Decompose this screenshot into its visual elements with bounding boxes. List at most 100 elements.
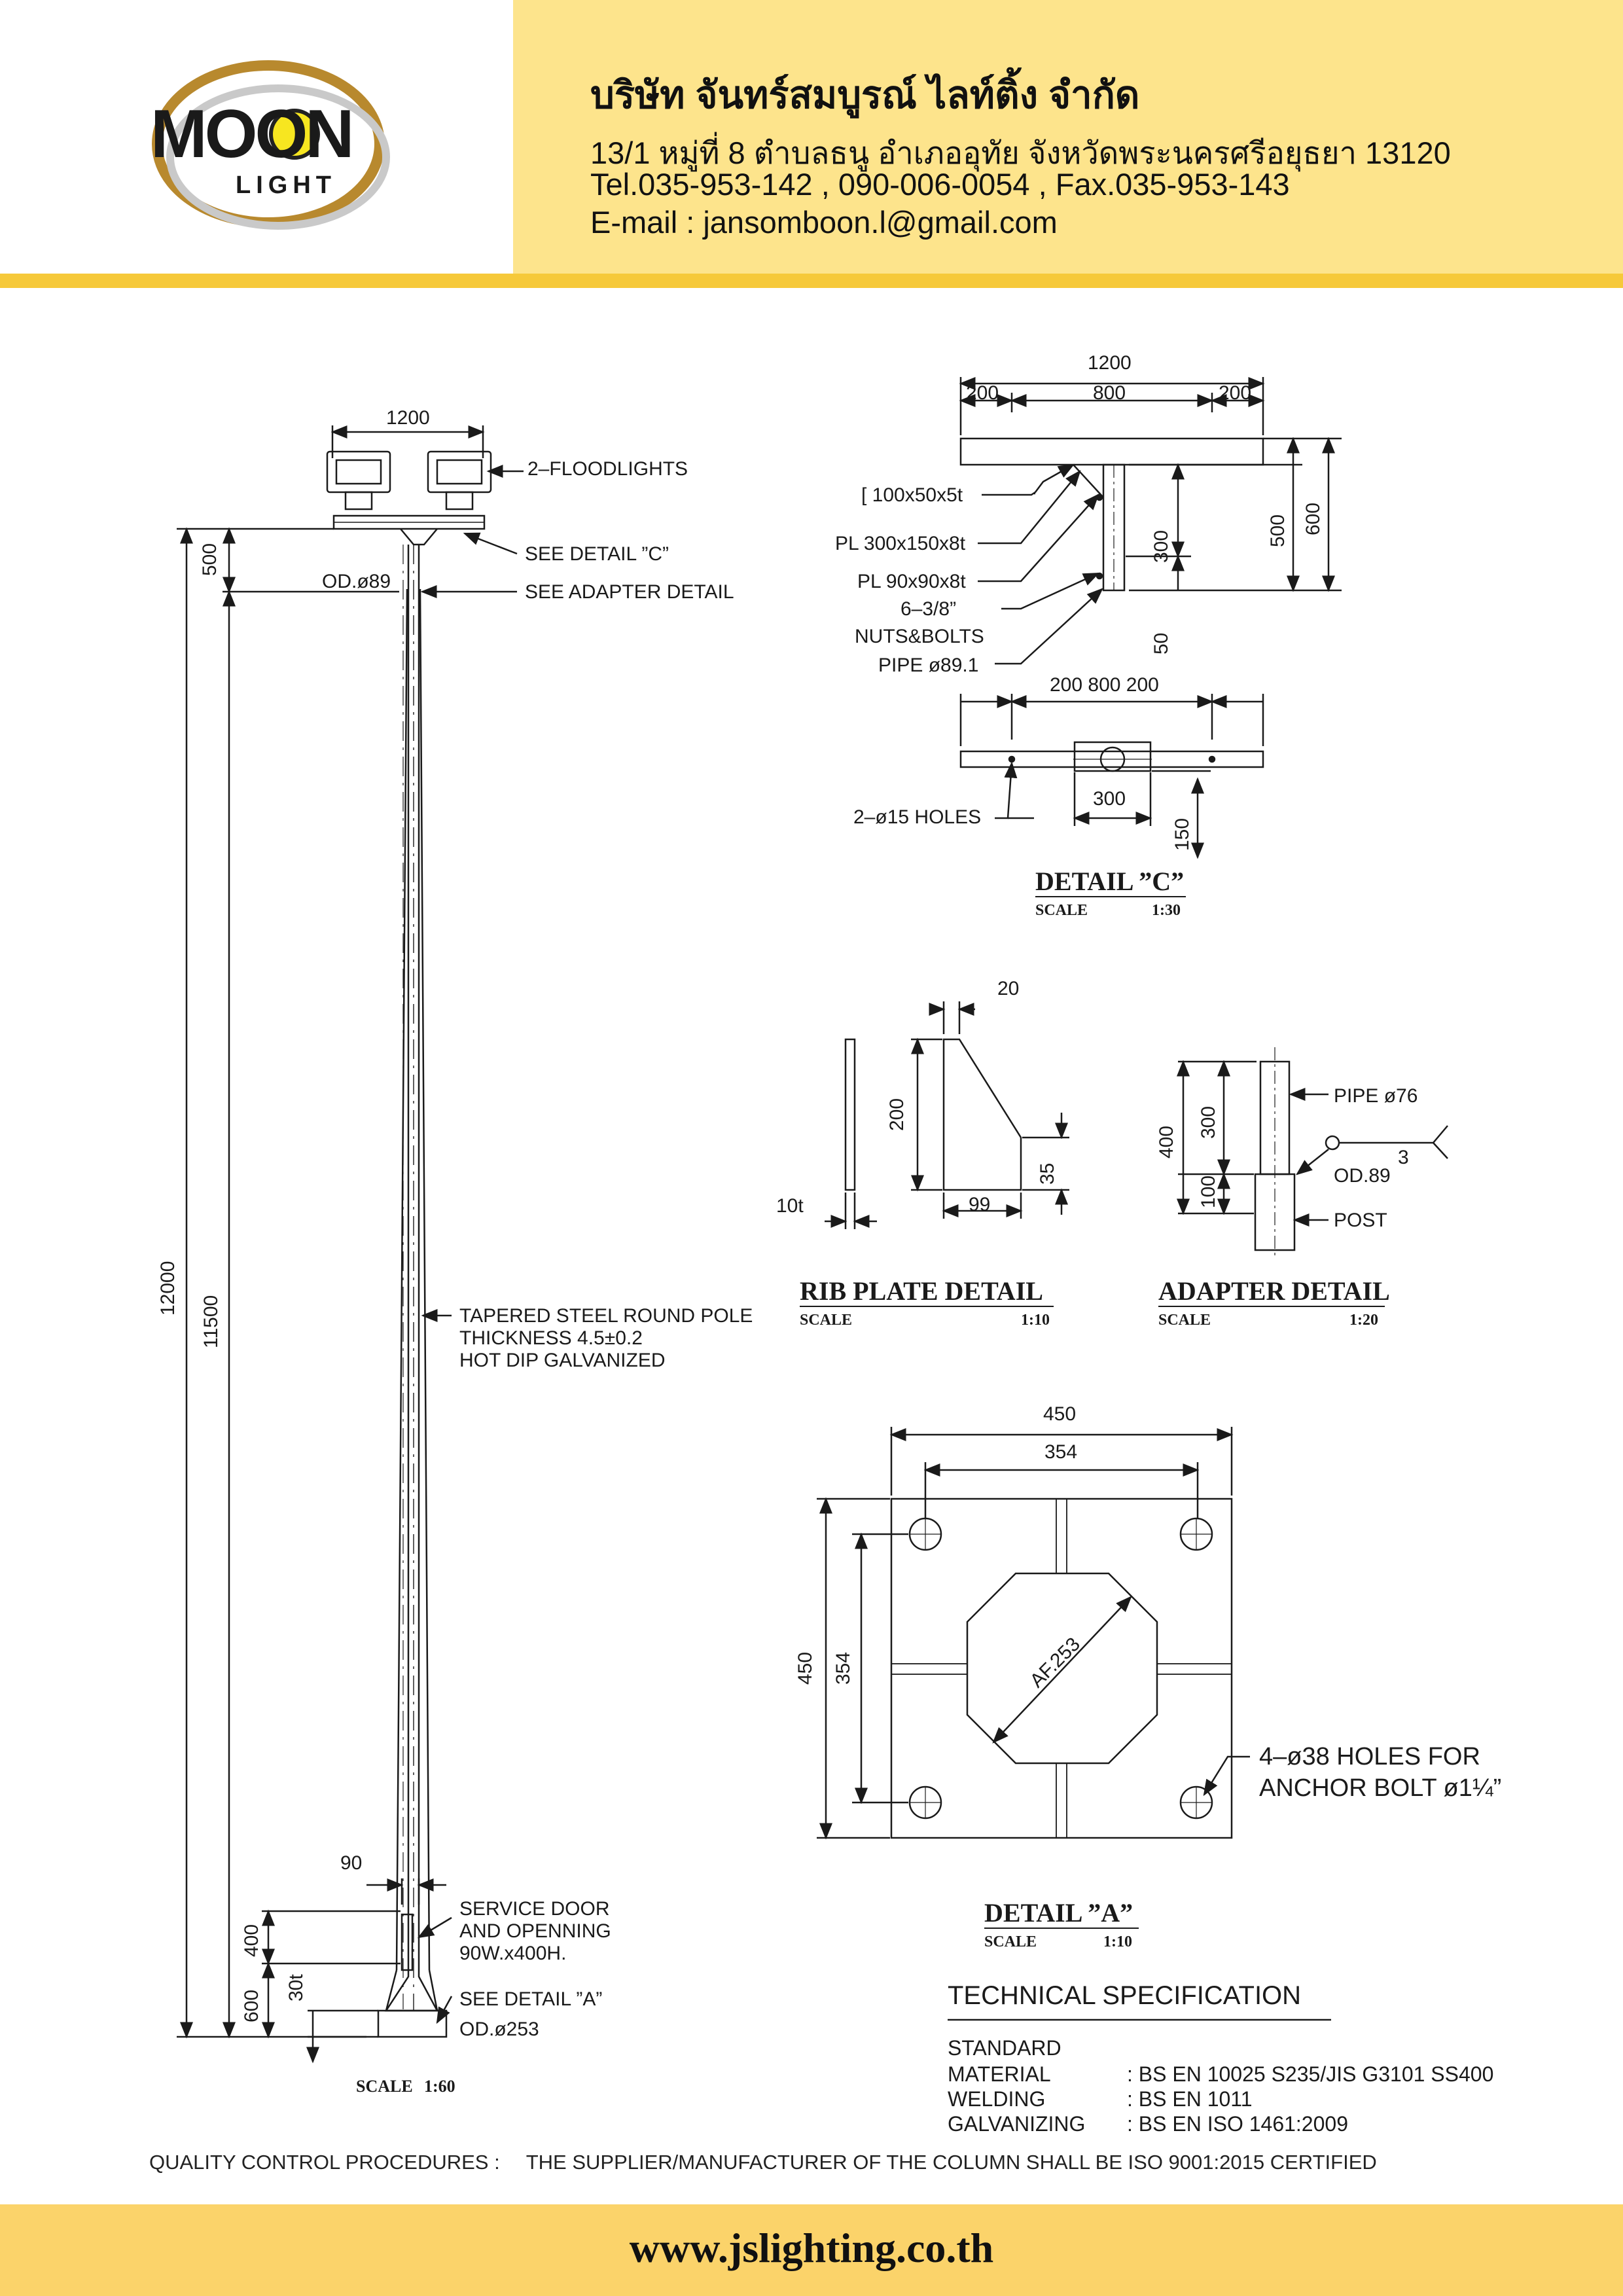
rib-scale-label: SCALE (800, 1312, 852, 1329)
label-see-detail-a: SEE DETAIL ”A” (459, 1988, 602, 2010)
technical-drawing: 1200 2–FLOODLIGHTS SEE DETAIL ”C” OD.ø89… (157, 352, 1501, 2136)
detail-a: 450 354 450 354 AF.253 4–ø38 HOLES FOR A… (794, 1403, 1501, 1950)
detail-c-pl1-label: PL 300x150x8t (835, 533, 966, 554)
adapter-post-label: POST (1334, 1210, 1387, 1231)
label-od-top: OD.ø89 (322, 571, 391, 592)
rib-plate-face (942, 1038, 1022, 1191)
detail-c-channel-label: [ 100x50x5t (861, 484, 963, 506)
company-address: 13/1 หมู่ที่ 8 ตำบลธนู อำเภออุทัย จังหวั… (590, 135, 1451, 170)
quality-control-note: QUALITY CONTROL PROCEDURES : THE SUPPLIER… (149, 2151, 1377, 2174)
detail-c-dim-200b: 200 (1219, 382, 1251, 404)
header: MOON LIGHT บริษัท จันทร์สมบูรณ์ ไลท์ติ้ง… (0, 0, 1623, 288)
website-link[interactable]: www.jslighting.co.th (629, 2225, 994, 2271)
pole-shaft (384, 545, 439, 2012)
company-logo: MOON LIGHT (151, 60, 390, 230)
pole-scale-label: SCALE (356, 2077, 413, 2096)
detail-c-nuts-label-2: NUTS&BOLTS (855, 626, 984, 647)
pole-dim-500: 500 (199, 543, 221, 576)
pole-dim-11500: 11500 (200, 1295, 222, 1348)
qc-text: THE SUPPLIER/MANUFACTURER OF THE COLUMN … (526, 2151, 1377, 2174)
rib-plate-side (844, 1038, 856, 1191)
detail-a-scale-label: SCALE (984, 1933, 1037, 1950)
pole-dim-600: 600 (241, 1990, 262, 2022)
detail-c-plan-channel (959, 750, 1264, 768)
detail-c-pl2-label: PL 90x90x8t (857, 571, 966, 592)
detail-c: 1200 200 800 200 [ 100x50x5t PL 300x150x… (835, 352, 1342, 919)
spec-title: TECHNICAL SPECIFICATION (948, 1981, 1301, 2010)
pole-base-plate (377, 2009, 448, 2038)
detail-a-dim-450-left: 450 (794, 1652, 816, 1685)
detail-a-dim-354-left: 354 (832, 1652, 854, 1685)
detail-c-dim-800: 800 (1093, 382, 1126, 404)
spec-row-label: WELDING (948, 2087, 1045, 2111)
detail-c-scale-label: SCALE (1035, 902, 1088, 919)
spec-row-value: : BS EN 10025 S235/JIS G3101 SS400 (1127, 2062, 1493, 2086)
header-band (513, 0, 1623, 275)
qc-label: QUALITY CONTROL PROCEDURES : (149, 2151, 500, 2174)
rib-dim-99: 99 (969, 1194, 990, 1215)
pole-dim-30t: 30t (285, 1974, 307, 2001)
detail-c-dim-600: 600 (1302, 503, 1324, 535)
pole-dim-400: 400 (241, 1924, 262, 1957)
door-note-3: 90W.x400H. (459, 1943, 566, 1964)
detail-c-holes-label: 2–ø15 HOLES (853, 806, 981, 828)
pole-dim-90: 90 (340, 1852, 362, 1874)
detail-a-holes-label-2: ANCHOR BOLT ø1¼” (1259, 1774, 1501, 1802)
spec-row-label: MATERIAL (948, 2062, 1051, 2086)
detail-c-title: DETAIL ”C” (1035, 867, 1184, 896)
detail-a-dim-450-top: 450 (1043, 1403, 1076, 1425)
rib-title: RIB PLATE DETAIL (800, 1276, 1043, 1306)
detail-c-dim-300: 300 (1150, 530, 1172, 563)
logo-subword: LIGHT (236, 171, 336, 199)
pole-note-3: HOT DIP GALVANIZED (459, 1350, 666, 1371)
adapter-dim-100: 100 (1198, 1175, 1219, 1208)
pole-note-1: TAPERED STEEL ROUND POLE (459, 1305, 753, 1327)
detail-c-pipe-label: PIPE ø89.1 (878, 655, 978, 676)
detail-c-dim-plan: 200 800 200 (1050, 674, 1159, 696)
rib-dim-35: 35 (1037, 1163, 1058, 1185)
spec-row-value: : BS EN 1011 (1127, 2087, 1253, 2111)
detail-a-holes-label-1: 4–ø38 HOLES FOR (1259, 1743, 1480, 1770)
spec-row-label: STANDARD (948, 2036, 1061, 2060)
rib-dim-10t: 10t (776, 1195, 804, 1217)
detail-c-dim-1200: 1200 (1088, 352, 1132, 374)
detail-c-nuts-label-1: 6–3/8” (901, 598, 956, 620)
company-phone: Tel.035-953-142 , 090-006-0054 , Fax.035… (590, 167, 1290, 202)
detail-a-dim-354-top: 354 (1044, 1441, 1077, 1463)
adapter-scale-value: 1:20 (1349, 1312, 1378, 1329)
detail-c-dim-200a: 200 (966, 382, 999, 404)
adapter-weld-size: 3 (1398, 1147, 1409, 1168)
pole-note-2: THICKNESS 4.5±0.2 (459, 1327, 643, 1349)
door-note-2: AND OPENNING (459, 1920, 611, 1942)
rib-plate-detail: 20 200 35 10t 99 RIB PLATE DETAIL SCALE … (776, 978, 1069, 1329)
spec-row-label: GALVANIZING (948, 2112, 1085, 2136)
pole-dim-1200: 1200 (386, 407, 430, 429)
pole-scale-value: 1:60 (424, 2077, 455, 2096)
logo-bulb-icon (269, 109, 320, 160)
footer-band (0, 2204, 1623, 2296)
label-od-base: OD.ø253 (459, 2018, 539, 2040)
adapter-dim-400: 400 (1156, 1126, 1177, 1158)
rib-scale-value: 1:10 (1021, 1312, 1050, 1329)
adapter-pipe-label: PIPE ø76 (1334, 1085, 1418, 1107)
company-email[interactable]: E-mail : jansomboon.l@gmail.com (590, 205, 1058, 240)
header-rule (0, 274, 1623, 288)
detail-a-scale-value: 1:10 (1103, 1933, 1132, 1950)
detail-c-dim-150: 150 (1171, 818, 1193, 851)
label-see-adapter: SEE ADAPTER DETAIL (525, 581, 734, 603)
detail-c-dim-300b: 300 (1093, 788, 1126, 810)
spec-row-value: : BS EN ISO 1461:2009 (1127, 2112, 1348, 2136)
detail-a-title: DETAIL ”A” (984, 1898, 1133, 1928)
service-door (401, 1913, 414, 1971)
adapter-scale-label: SCALE (1158, 1312, 1211, 1329)
pole-elevation: 1200 2–FLOODLIGHTS SEE DETAIL ”C” OD.ø89… (157, 407, 753, 2096)
technical-specification: TECHNICAL SPECIFICATION STANDARD MATERIA… (948, 1981, 1493, 2136)
rib-dim-20: 20 (997, 978, 1019, 999)
company-name: บริษัท จันทร์สมบูรณ์ ไลท์ติ้ง จำกัด (590, 74, 1140, 117)
adapter-od-label: OD.89 (1334, 1165, 1391, 1187)
pole-dim-12000: 12000 (157, 1261, 179, 1316)
detail-c-dim-50: 50 (1150, 633, 1172, 655)
door-note-1: SERVICE DOOR (459, 1898, 610, 1920)
detail-c-channel (959, 437, 1264, 466)
adapter-title: ADAPTER DETAIL (1158, 1276, 1390, 1306)
